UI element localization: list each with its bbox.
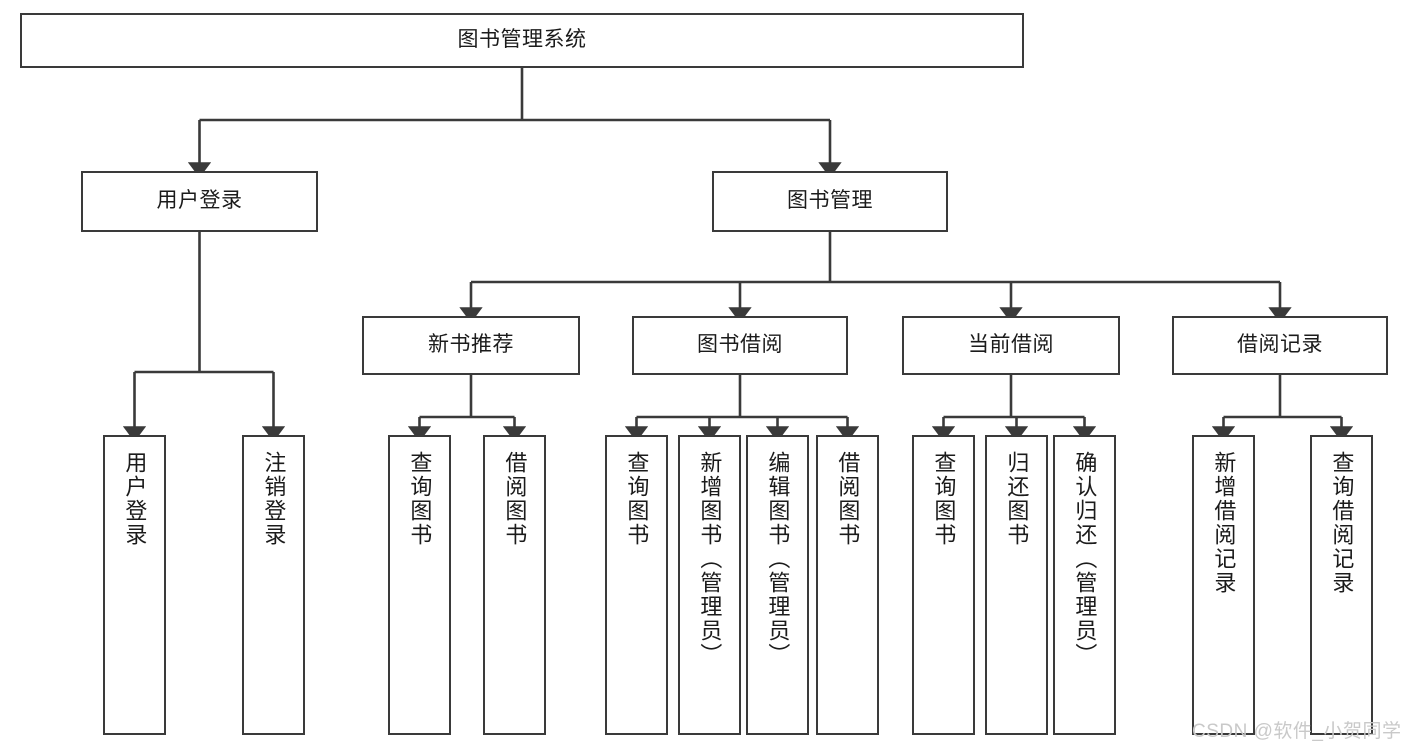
node-label: 归还图书 — [1004, 451, 1030, 547]
node-current-borrow[interactable]: 当前借阅 — [902, 316, 1120, 375]
node-leaf-query-book-3[interactable]: 查询图书 — [912, 435, 975, 735]
node-leaf-query-book-2[interactable]: 查询图书 — [605, 435, 668, 735]
node-label: 图书管理 — [787, 189, 873, 213]
node-label: 新书推荐 — [428, 333, 514, 357]
node-new-book-rec[interactable]: 新书推荐 — [362, 316, 580, 375]
node-label: 编辑图书（管理员） — [765, 451, 791, 667]
node-label: 注销登录 — [261, 451, 287, 547]
node-root[interactable]: 图书管理系统 — [20, 13, 1024, 68]
node-leaf-return-book[interactable]: 归还图书 — [985, 435, 1048, 735]
node-label: 当前借阅 — [968, 333, 1054, 357]
node-borrow-record[interactable]: 借阅记录 — [1172, 316, 1388, 375]
node-leaf-add-record[interactable]: 新增借阅记录 — [1192, 435, 1255, 735]
node-label: 查询图书 — [407, 451, 433, 547]
node-label: 确认归还（管理员） — [1072, 451, 1098, 667]
csdn-watermark: CSDN @软件_小贺同学 — [1192, 721, 1402, 742]
node-leaf-add-book[interactable]: 新增图书（管理员） — [678, 435, 741, 735]
node-label: 查询图书 — [624, 451, 650, 547]
node-label: 用户登录 — [122, 451, 148, 547]
node-label: 新增借阅记录 — [1211, 451, 1237, 595]
node-leaf-query-record[interactable]: 查询借阅记录 — [1310, 435, 1373, 735]
node-book-borrow[interactable]: 图书借阅 — [632, 316, 848, 375]
node-leaf-query-book-1[interactable]: 查询图书 — [388, 435, 451, 735]
node-leaf-borrow-book-2[interactable]: 借阅图书 — [816, 435, 879, 735]
node-label: 图书管理系统 — [457, 28, 587, 52]
node-user-login[interactable]: 用户登录 — [81, 171, 318, 232]
node-label: 新增图书（管理员） — [697, 451, 723, 667]
node-label: 借阅记录 — [1237, 333, 1323, 357]
node-label: 查询借阅记录 — [1329, 451, 1355, 595]
node-leaf-edit-book[interactable]: 编辑图书（管理员） — [746, 435, 809, 735]
node-label: 查询图书 — [931, 451, 957, 547]
node-label: 用户登录 — [156, 189, 243, 213]
node-label: 图书借阅 — [697, 333, 783, 357]
node-label: 借阅图书 — [835, 451, 861, 547]
node-leaf-confirm-return[interactable]: 确认归还（管理员） — [1053, 435, 1116, 735]
node-label: 借阅图书 — [502, 451, 528, 547]
node-leaf-borrow-book-1[interactable]: 借阅图书 — [483, 435, 546, 735]
node-book-manage[interactable]: 图书管理 — [712, 171, 948, 232]
node-leaf-user-logout[interactable]: 注销登录 — [242, 435, 305, 735]
node-leaf-user-login[interactable]: 用户登录 — [103, 435, 166, 735]
